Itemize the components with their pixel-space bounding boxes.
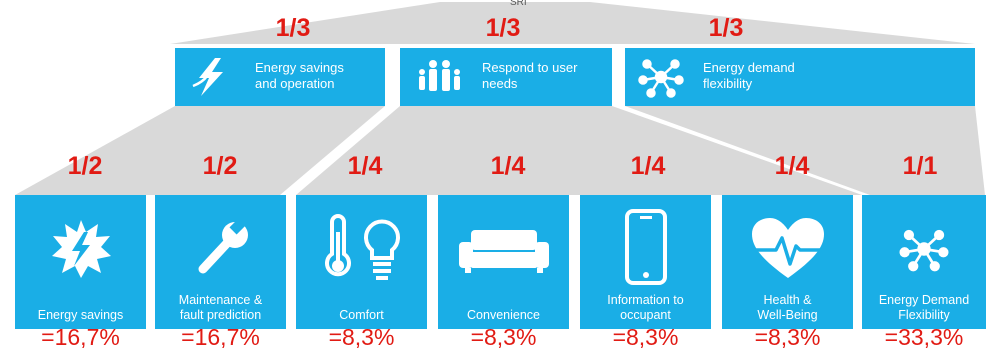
criterion-label-line2: Well-Being — [757, 308, 818, 322]
domain-energy-demand-flexibility: Energy demand flexibility — [625, 48, 975, 106]
domain-label-line2: and operation — [255, 76, 335, 91]
family-icon — [419, 60, 460, 91]
criterion-weight: 1/4 — [774, 152, 810, 180]
criterion-weight: 1/4 — [490, 152, 526, 180]
root-connector — [170, 2, 975, 44]
criterion-label-line2: fault prediction — [179, 308, 262, 322]
wrench-icon — [198, 217, 248, 274]
domain-weight-user: 1/3 — [485, 14, 521, 42]
energy-burst-icon — [51, 220, 111, 278]
domain3-connector — [625, 106, 985, 195]
criterion-energy-savings: Energy savings — [15, 195, 146, 329]
root-label: SRI — [510, 0, 527, 8]
criterion-label-line2: Energy savings — [37, 308, 124, 322]
criterion-comfort: Comfort — [296, 195, 427, 329]
domain-weight-flex: 1/3 — [708, 14, 744, 42]
criterion-percent: =16,7% — [41, 324, 120, 350]
domain-label-line1: Energy savings — [255, 60, 344, 75]
criterion-convenience: Convenience — [438, 195, 569, 329]
domain-energy-savings-operation: Energy savings and operation — [175, 48, 385, 106]
criterion-weight: 1/1 — [902, 152, 938, 180]
criterion-maintenance-fault-prediction: Maintenance & fault prediction — [155, 195, 286, 329]
criterion-percent: =33,3% — [884, 324, 964, 350]
domain-label-line2: needs — [482, 76, 518, 91]
criterion-weight: 1/2 — [202, 152, 238, 180]
domain2-connector — [296, 106, 862, 195]
criterion-percent: =8,3% — [754, 324, 821, 350]
domain1-connector — [15, 106, 385, 195]
criterion-label-line2: occupant — [620, 308, 671, 322]
criterion-weight: 1/4 — [630, 152, 666, 180]
criterion-weight: 1/2 — [67, 152, 103, 180]
thermometer-bulb-icon — [324, 214, 400, 280]
heart-pulse-icon — [751, 218, 824, 278]
criterion-energy-demand-flexibility: Energy Demand Flexibility — [862, 195, 986, 329]
criterion-percent: =16,7% — [181, 324, 260, 350]
network-icon — [638, 59, 684, 98]
domain-label-line1: Respond to user — [482, 60, 578, 75]
criterion-label-line2: Comfort — [339, 308, 384, 322]
lightning-icon — [192, 58, 223, 96]
criterion-percent: =8,3% — [328, 324, 395, 350]
criterion-weight: 1/4 — [347, 152, 383, 180]
criterion-label-line2: Convenience — [467, 308, 540, 322]
phone-icon — [624, 209, 667, 285]
criterion-label-line1: Health & — [763, 293, 812, 307]
domain-label-line1: Energy demand — [703, 60, 795, 75]
sofa-icon — [458, 230, 549, 273]
criterion-label-line1: Information to — [607, 293, 684, 307]
domain-weight-energy: 1/3 — [275, 14, 311, 42]
criterion-percent: =8,3% — [612, 324, 679, 350]
criterion-label-line2: Flexibility — [898, 308, 950, 322]
network-icon — [899, 229, 949, 272]
domain-label-line2: flexibility — [703, 76, 753, 91]
domain-respond-user-needs: Respond to user needs — [400, 48, 612, 106]
criterion-information-to-occupant: Information to occupant — [580, 195, 711, 329]
criterion-percent: =8,3% — [470, 324, 537, 350]
criterion-label-line1: Energy Demand — [878, 293, 970, 307]
criterion-health-well-being: Health & Well-Being — [722, 195, 853, 329]
criterion-label-line1: Maintenance & — [178, 293, 263, 307]
